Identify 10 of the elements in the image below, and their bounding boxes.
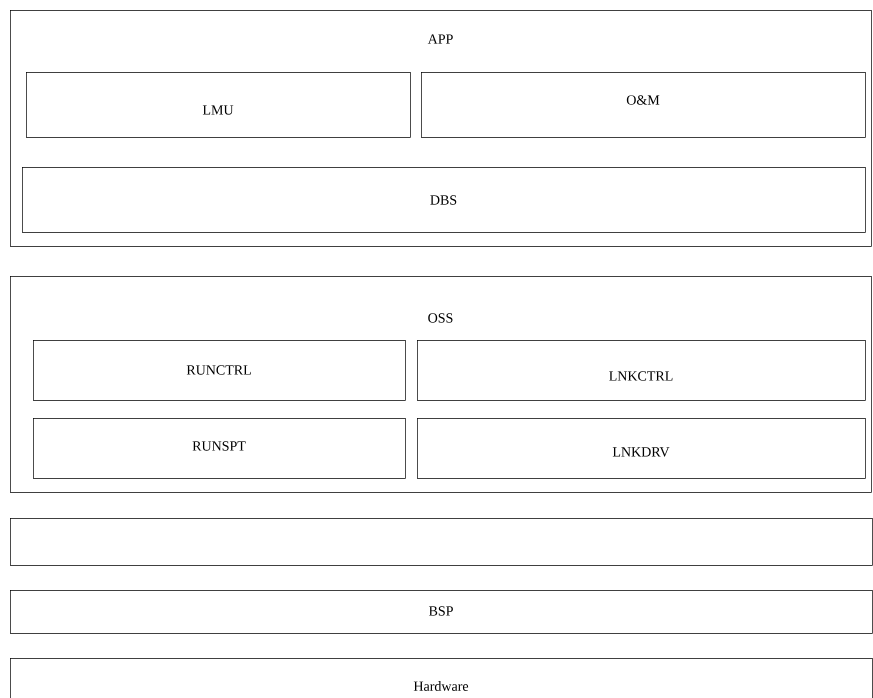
module-box: RUNSPT bbox=[33, 418, 406, 479]
layer-box bbox=[10, 518, 873, 566]
module-box: DBS bbox=[22, 167, 866, 233]
layer-box: BSP bbox=[10, 590, 873, 634]
module-box: RUNCTRL bbox=[33, 340, 406, 401]
module-box: LNKDRV bbox=[417, 418, 866, 479]
module-box: LNKCTRL bbox=[417, 340, 866, 401]
module-box: O&M bbox=[421, 72, 866, 138]
module-box: LMU bbox=[26, 72, 411, 138]
layer-box: Hardware bbox=[10, 658, 873, 698]
